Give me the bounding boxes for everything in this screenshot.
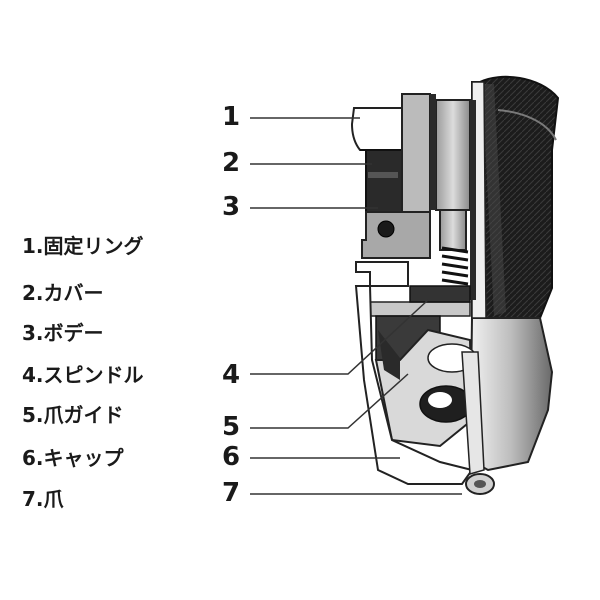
ball-bearing [377, 220, 395, 238]
callout-number-5: 5 [222, 412, 241, 442]
callout-number-4: 4 [222, 360, 241, 390]
callout-number-6: 6 [222, 442, 241, 472]
legend-item-3: 3.ボデー [22, 321, 104, 345]
legend-item-1: 1.固定リング [22, 234, 144, 258]
legend-item-4: 4.スピンドル [22, 363, 144, 387]
spindle [430, 94, 476, 300]
cover [360, 149, 403, 213]
leader-line-4 [250, 299, 429, 375]
leader-lines [250, 117, 462, 495]
body-tower [401, 93, 431, 213]
legend-item-5: 5.爪ガイド [22, 403, 124, 427]
body [361, 211, 431, 259]
outer-shell [468, 75, 560, 472]
spring [441, 246, 469, 302]
jaw [461, 351, 495, 495]
callout-number-7: 7 [222, 478, 241, 508]
legend-item-6: 6.キャップ [22, 446, 124, 470]
legend-item-7: 7.爪 [22, 487, 64, 511]
legend-item-2: 2.カバー [22, 281, 104, 305]
callout-number-2: 2 [222, 148, 241, 178]
cross-pin [369, 301, 471, 317]
leader-line-5 [250, 373, 409, 429]
callout-number-1: 1 [222, 102, 241, 132]
fixing-ring [350, 107, 403, 151]
callout-number-3: 3 [222, 192, 241, 222]
